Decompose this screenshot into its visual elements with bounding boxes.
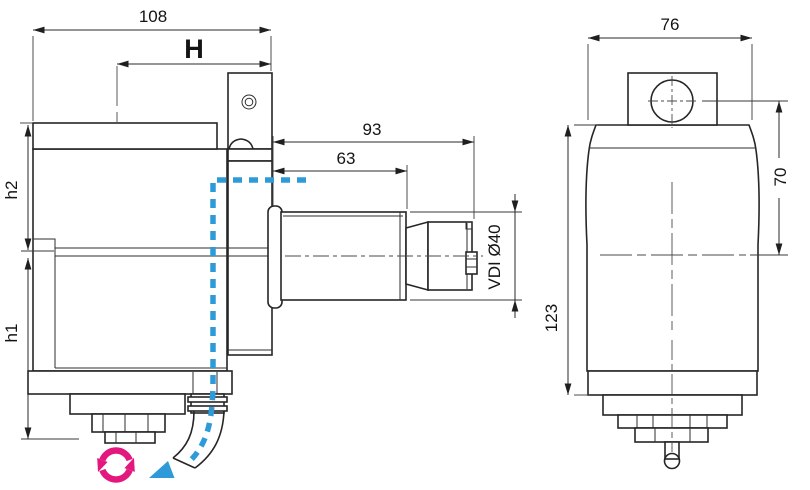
dimension-h1: h1: [2, 258, 79, 440]
front-band: [227, 148, 273, 162]
side-base-step3: [634, 427, 709, 443]
dim-label-h1: h1: [2, 324, 21, 343]
dim-label-H: H: [184, 34, 204, 64]
hose-outer: [194, 410, 225, 469]
hose-inner: [172, 410, 195, 459]
front-base-step1: [69, 393, 186, 415]
front-body: [32, 148, 228, 372]
side-body: [585, 124, 760, 372]
shaft-flange: [267, 205, 283, 309]
plate-screw-inner: [244, 97, 254, 107]
chuck-top-detail: [465, 221, 473, 230]
dimension-70: 70: [702, 100, 790, 256]
coupling-rib-1: [187, 396, 228, 403]
coolant-flow-arrow-icon: [149, 177, 306, 478]
front-base-step3: [104, 431, 156, 444]
dim-label-vdi40: VDI Ø40: [485, 224, 504, 289]
side-top-block: [627, 72, 718, 126]
coupling-rib-2: [187, 405, 228, 412]
side-base-step1: [602, 394, 743, 416]
dimension-H: H: [117, 34, 271, 68]
dim-label-93: 93: [363, 120, 382, 139]
rotation-direction-icon: [97, 447, 135, 483]
rotation-arc-top: [99, 447, 133, 462]
rotation-arrowhead-left: [97, 458, 108, 472]
side-pin-tip: [663, 452, 681, 470]
dim-label-108: 108: [139, 7, 167, 26]
side-base-flange: [587, 370, 758, 396]
coolant-dashed-path: [186, 177, 306, 465]
chuck-coolant-port: [465, 251, 478, 275]
dim-label-123: 123: [542, 304, 561, 332]
dim-label-76: 76: [661, 15, 680, 34]
rotation-arrowhead-right: [124, 457, 135, 472]
dimension-93: 93: [272, 120, 475, 219]
front-base-flange: [27, 370, 233, 395]
dim-label-63: 63: [337, 149, 356, 168]
rotation-arc-bottom: [99, 468, 133, 483]
front-view: 108 H 93 63 VDI Ø40: [2, 7, 522, 469]
dimension-63: 63: [273, 149, 408, 209]
dimension-vdi-40: VDI Ø40: [410, 194, 522, 318]
dimension-123: 123: [542, 124, 598, 396]
dimension-h2: h2: [2, 122, 54, 252]
coolant-arrowhead: [149, 461, 175, 478]
dim-label-h2: h2: [2, 181, 21, 200]
plate-tab: [228, 138, 254, 150]
side-view: 76 123 70: [542, 15, 790, 470]
front-mount-plate: [227, 72, 273, 150]
hose-end: [172, 457, 196, 469]
plate-screw-icon: [241, 94, 257, 110]
front-inner-step: [33, 238, 56, 368]
side-base-step2: [617, 414, 728, 429]
dimension-108: 108: [32, 7, 272, 121]
front-top-cap: [32, 122, 218, 150]
front-spindle-housing: [227, 160, 273, 356]
dim-label-70: 70: [771, 168, 790, 187]
dimension-76: 76: [587, 15, 753, 120]
